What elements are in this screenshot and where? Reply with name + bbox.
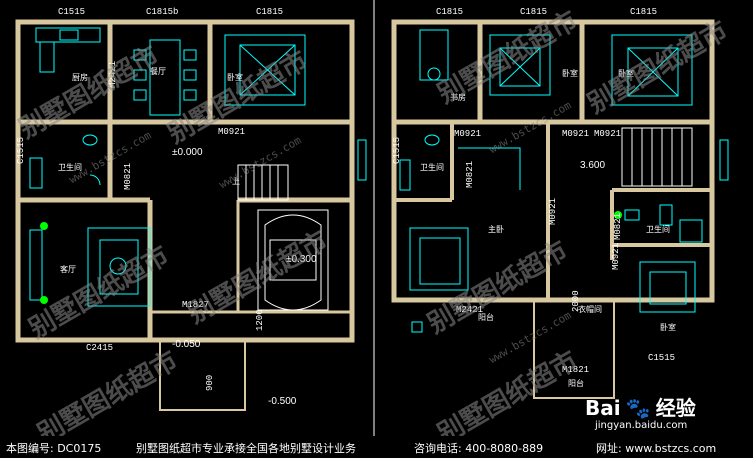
living-label: 客厅 [60, 264, 76, 274]
level-garage: ±0.300 [286, 254, 317, 265]
walkin-label: 衣帽间 [578, 304, 602, 314]
level-0: ±0.000 [172, 147, 203, 158]
left-floor-plan [15, 19, 355, 411]
footer-website: 网址: www.bstzcs.com [596, 442, 717, 455]
dim-2000: 2000 [571, 290, 581, 312]
bedroom-c-label: 卧室 [660, 322, 676, 332]
left-stair [237, 164, 289, 201]
left-labels: C1515 C1815b C1815 C1515 C2415 厨房 餐厅 卧室 … [16, 7, 317, 407]
baidu-brand-jingyan: 经验 [655, 396, 696, 420]
door-m0921: M0921 [218, 127, 245, 137]
right-door-1: M0921 [454, 129, 481, 139]
right-door-2: M0921 [562, 129, 589, 139]
level-porch: -0.050 [172, 339, 201, 350]
footer-bar: 本图编号: DC0175 别墅图纸超市专业承接全国各地别墅设计业务 咨询电话: … [0, 436, 753, 458]
dining-label: 餐厅 [150, 67, 166, 76]
bath-a-label: 卫生间 [420, 162, 444, 172]
kitchen-label: 厨房 [72, 72, 88, 82]
right-door-4: M0821 [465, 161, 475, 188]
stair-up-label: 上 [232, 177, 240, 186]
right-window-left: C1515 [392, 137, 402, 164]
bedroom-label: 卧室 [227, 72, 243, 82]
watermark-url-2: www.bstzcs.com [217, 133, 304, 191]
left-window-top-2: C1815b [146, 7, 178, 17]
right-window-top-1: C1815 [436, 7, 463, 17]
watermark-url-3: www.bstzcs.com [487, 98, 574, 156]
right-door-3: M0921 [594, 129, 621, 139]
study-label: 书房 [450, 92, 466, 102]
right-furniture [399, 29, 729, 333]
right-floor-plan [391, 19, 715, 399]
door-m0821: M0821 [123, 163, 133, 190]
baidu-jingyan-logo: Bai 🐾 经验 jingyan.baidu.com [585, 392, 696, 431]
door-m1827: M1827 [182, 300, 209, 310]
right-window-top-2: C1815 [520, 7, 547, 17]
left-window-bottom: C2415 [86, 343, 113, 353]
footer-slogan: 别墅图纸超市专业承接全国各地别墅设计业务 [136, 442, 356, 455]
green-markers [40, 211, 622, 304]
door-m2421: M2421 [108, 61, 118, 88]
bath-label: 卫生间 [58, 162, 82, 172]
bath-b-label: 卫生间 [646, 224, 670, 234]
dim-1200: 1200 [255, 309, 265, 331]
baidu-url: jingyan.baidu.com [595, 420, 688, 431]
right-door-9: M1821 [562, 365, 589, 375]
level-ground: -0.500 [268, 396, 297, 407]
dim-900: 900 [205, 375, 215, 391]
bedroom-b-label: 卧室 [618, 68, 634, 78]
drawing-code: 本图编号: DC0175 [6, 442, 102, 455]
balcony-b-label: 阳台 [568, 378, 584, 388]
left-window-left: C1515 [16, 137, 26, 164]
balcony-a-label: 阳台 [478, 312, 494, 322]
watermark-text-1: 别墅图纸超市 [13, 40, 164, 145]
paw-icon: 🐾 [625, 396, 651, 420]
bedroom-a-label: 卧室 [562, 68, 578, 78]
level-upper: 3.600 [580, 160, 605, 171]
left-window-top-3: C1815 [256, 7, 283, 17]
right-door-6: M0821 [613, 213, 623, 240]
right-stair [621, 127, 693, 187]
left-furniture [29, 27, 367, 311]
right-window-bottom: C1515 [648, 353, 675, 363]
baidu-brand: Bai [585, 396, 621, 420]
master-label: 主卧 [488, 224, 504, 234]
right-window-top-3: C1815 [630, 7, 657, 17]
footer-phone: 咨询电话: 400-8080-889 [414, 442, 544, 455]
right-door-5: M0921 [548, 198, 558, 225]
right-labels: C1815 C1815 C1815 C1515 C1515 书房 卧室 卧室 卫… [392, 7, 676, 388]
right-door-8: M2421 [456, 305, 483, 315]
left-window-top-1: C1515 [58, 7, 85, 17]
right-door-7: M0921 [611, 243, 621, 270]
